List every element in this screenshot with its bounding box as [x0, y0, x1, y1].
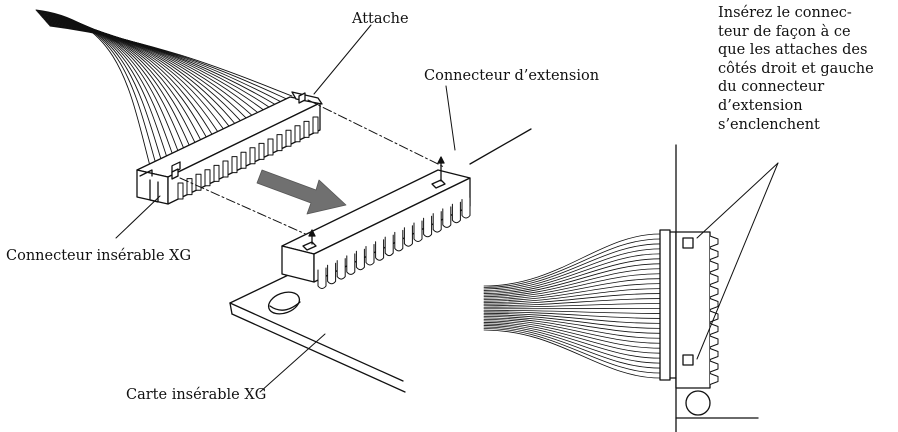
note-line: côtés droit et gauche — [718, 60, 874, 77]
insertion-arrow — [256, 169, 347, 215]
plug-contact-slots — [177, 116, 319, 200]
label-carte-inserable: Carte insérable XG — [126, 387, 267, 403]
note-line: d’extension — [718, 97, 803, 114]
label-connecteur-extension: Connecteur d’extension — [424, 68, 600, 84]
note-line: s’enclenchent — [718, 116, 820, 133]
xg-plug-connector — [136, 91, 323, 205]
detail-contact-pins — [709, 235, 719, 385]
note-line: que les attaches des — [718, 42, 868, 59]
label-connecteur-inserable: Connecteur insérable XG — [6, 248, 192, 264]
note-line: Insérez le connec- — [718, 5, 852, 21]
left-ribbon-wires — [35, 9, 293, 167]
leader-lines — [115, 24, 456, 393]
instruction-note: Insérez le connec- teur de façon à ce qu… — [718, 4, 896, 134]
xg-card-board — [229, 128, 542, 393]
note-line: teur de façon à ce — [718, 23, 851, 40]
right-ribbon-wires — [483, 233, 661, 379]
alignment-guide-lines — [179, 99, 445, 237]
extension-connector — [281, 156, 471, 289]
note-line: du connecteur — [718, 79, 825, 96]
extension-contact-pins — [317, 197, 471, 289]
detail-view — [483, 144, 779, 432]
label-attache: Attache — [352, 11, 409, 27]
